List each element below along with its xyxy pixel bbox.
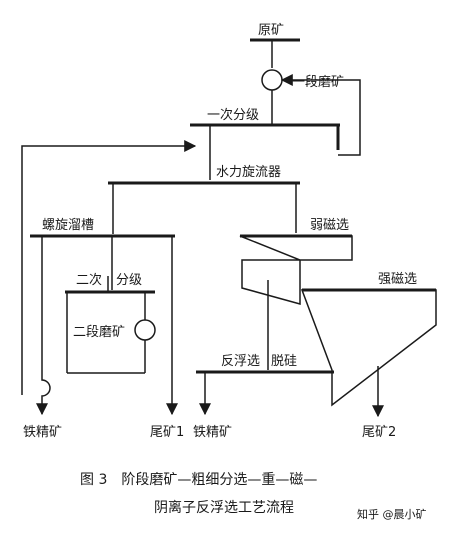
strong-magnetic-label: 强磁选 <box>378 272 417 287</box>
tailings2-label: 尾矿2 <box>362 425 396 440</box>
desilication-label: 脱硅 <box>271 354 297 369</box>
recycle-to-mill1-line <box>280 74 361 156</box>
hydrocyclone-label: 水力旋流器 <box>216 165 281 180</box>
secondary-classification-label-b: 分级 <box>116 273 142 288</box>
stage2-mill-icon <box>134 319 156 341</box>
iron-concentrate-left-label: 铁精矿 <box>23 425 62 440</box>
iron-concentrate-right-label: 铁精矿 <box>193 425 232 440</box>
reverse-flotation-label: 反浮选 <box>221 354 260 369</box>
caption-line1: 图 3 阶段磨矿—粗细分选—重—磁— <box>80 472 317 488</box>
stage1-mill-icon <box>261 69 283 91</box>
stage1-grinding-label: 一段磨矿 <box>292 75 344 90</box>
weak-magnetic-label: 弱磁选 <box>310 218 349 233</box>
watermark-text: 知乎 @晨小矿 <box>357 507 427 521</box>
primary-classification-label: 一次分级 <box>207 107 259 123</box>
spiral-concentrate-line <box>36 236 51 416</box>
stage2-grinding-label: 二段磨矿 <box>73 325 125 340</box>
strong-magnetic-shape <box>300 289 437 407</box>
raw-ore-label: 原矿 <box>258 23 284 38</box>
return-to-classifier-line <box>21 140 197 395</box>
tailings1-label: 尾矿1 <box>150 425 184 440</box>
spiral-chute-label: 螺旋溜槽 <box>42 218 94 233</box>
caption-line2: 阴离子反浮选工艺流程 <box>154 499 294 516</box>
secondary-classification-label-a: 二次 <box>76 272 102 288</box>
